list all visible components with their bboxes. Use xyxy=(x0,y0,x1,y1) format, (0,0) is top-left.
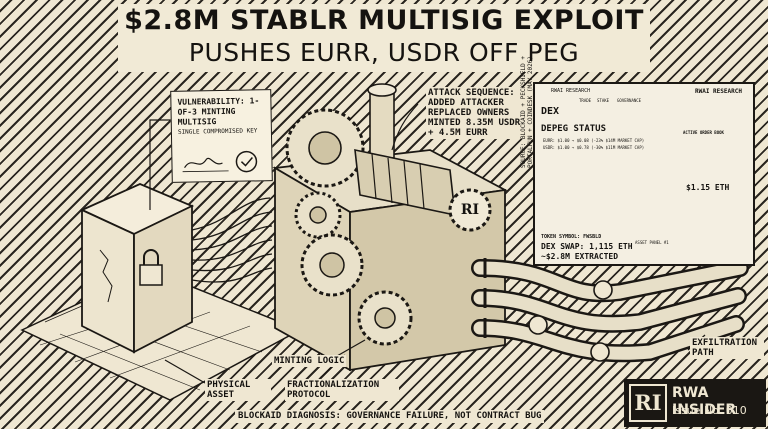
attack-title: ATTACK SEQUENCE: xyxy=(428,88,515,98)
headline-title: $2.8M STABLR MULTISIG EXPLOIT xyxy=(124,5,644,36)
publication-badge: RI RWA INSIDER Issue No. 010 xyxy=(624,379,766,427)
headline-banner: $2.8M STABLR MULTISIG EXPLOIT PUSHES EUR… xyxy=(118,4,650,72)
attack-leader xyxy=(391,103,419,151)
sources-note: SOURCE: BLOCKAID + PECKSHIELD + PORTALFU… xyxy=(520,56,534,168)
screen-tab-right: RWAI RESEARCH xyxy=(695,88,742,95)
data-wires xyxy=(191,197,273,283)
screen-nav-stake[interactable]: STAKE xyxy=(597,98,610,103)
lower-gear-hub xyxy=(319,252,345,278)
pipe-2-inner xyxy=(473,289,745,331)
vault-lock-shackle xyxy=(143,249,159,265)
vault-lock-icon xyxy=(139,264,163,286)
vulnerability-title: VULNERABILITY: 1-OF-3 MINTING MULTISIG xyxy=(177,96,260,127)
issue-number: Issue No. 010 xyxy=(672,404,747,417)
engine-chimney xyxy=(369,87,395,159)
signature-seal-icon xyxy=(182,150,258,173)
pipe-valve-3 xyxy=(590,342,610,362)
screen-dex-label: DEX xyxy=(541,106,560,117)
engine-logo-icon xyxy=(448,188,492,232)
vulnerability-card: VULNERABILITY: 1-OF-3 MINTING MULTISIG S… xyxy=(170,89,273,183)
order-book-title: ACTIVE ORDER BOOK xyxy=(683,130,724,135)
engine-logo-text: RI xyxy=(460,202,480,218)
vuln-leader xyxy=(149,119,171,210)
screen-nav-governance[interactable]: GOVERNANCE xyxy=(617,98,642,103)
vault-side xyxy=(133,204,193,354)
vulnerability-subtitle: SINGLE COMPROMISED KEY xyxy=(177,127,258,136)
minting-logic-label: MINTING LOGIC xyxy=(272,355,347,367)
attack-line-3: MINTED 8.35M USDR xyxy=(428,118,521,128)
mid-gear-hub xyxy=(309,206,327,224)
depeg-status-title: DEPEG STATUS xyxy=(541,124,607,134)
large-gear-hub xyxy=(308,131,342,165)
screen-nav-trade[interactable]: TRADE xyxy=(579,98,592,103)
attack-line-1: ADDED ATTACKER xyxy=(428,98,504,108)
pipe-valve-1 xyxy=(593,280,613,300)
publication-logo: RI xyxy=(629,384,667,422)
headline-subtitle: PUSHES EURR, USDR OFF PEG xyxy=(188,38,580,67)
token-symbol: TOKEN SYMBOL: FWSBLD xyxy=(541,234,602,240)
attack-line-4: + 4.5M EURR xyxy=(428,128,488,138)
bottom-gear-hub xyxy=(374,307,396,329)
dex-monitor: RWAI RESEARCH RWAI RESEARCH TRADE STAKE … xyxy=(533,82,755,266)
fractionalization-label: FRACTIONALIZATION PROTOCOL xyxy=(285,379,399,401)
shaft-rings xyxy=(371,153,425,210)
vault-crack xyxy=(99,249,113,303)
extracted-amount: ~$2.8M EXTRACTED xyxy=(541,252,619,261)
usdr-price-line: USDR: $1.00 → $0.78 (-30% $11M MARKET CA… xyxy=(543,145,645,150)
attack-sequence: ATTACK SEQUENCE: ADDED ATTACKER REPLACED… xyxy=(426,87,545,139)
publication-name: RWA INSIDER xyxy=(672,385,737,418)
attack-line-2: REPLACED OWNERS xyxy=(428,108,510,118)
footer-diagnosis: BLOCKAID DIAGNOSIS: GOVERNANCE FAILURE, … xyxy=(235,410,545,423)
eth-price: $1.15 ETH xyxy=(686,183,730,192)
eurr-price-line: EURR: $1.00 → $0.08 (-23% $14M MARKET CA… xyxy=(543,138,645,143)
exfiltration-label: EXFILTRATION PATH xyxy=(690,337,764,359)
physical-leader xyxy=(164,359,206,384)
engine-chimney-cap xyxy=(367,83,397,97)
screen-tab-left: RWAI RESEARCH xyxy=(551,88,591,94)
asset-panel-label: ASSET PANEL #1 xyxy=(635,240,669,245)
pipe-3-inner xyxy=(473,317,743,360)
pipe-valve-2 xyxy=(528,315,548,335)
physical-asset-label: PHYSICAL ASSET xyxy=(205,379,271,401)
vault-front xyxy=(81,208,135,354)
dex-swap: DEX SWAP: 1,115 ETH xyxy=(541,242,633,251)
